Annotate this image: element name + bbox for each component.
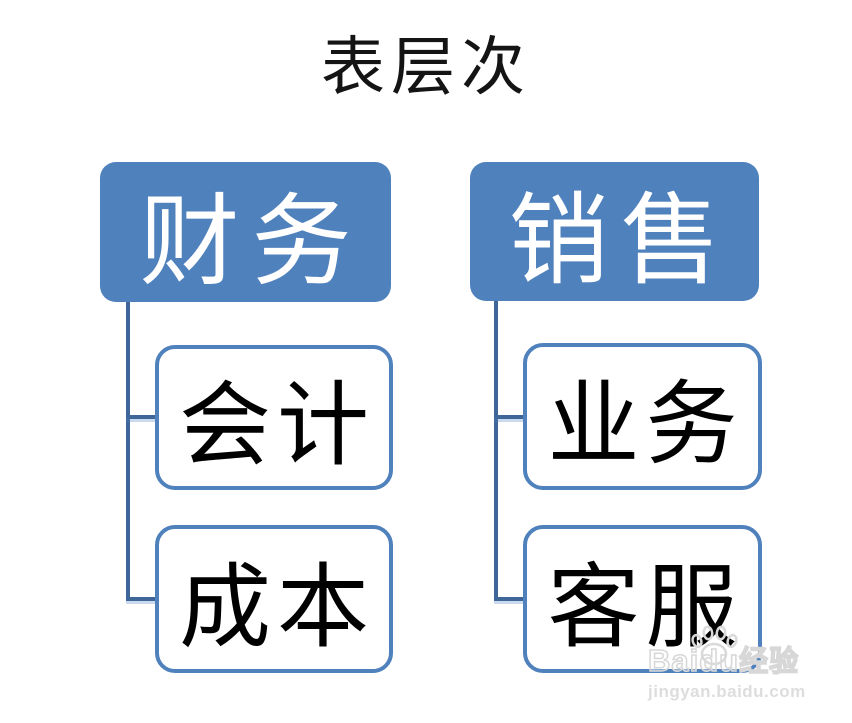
parent-node-sales: 销售 <box>470 162 759 301</box>
child-node-accounting: 会计 <box>155 345 393 490</box>
diagram-title: 表层次 <box>321 32 531 103</box>
connector-finance-branch-accounting <box>126 415 159 419</box>
child-node-customer-service: 客服 <box>523 525 762 673</box>
connector-finance-vertical <box>126 302 130 601</box>
child-node-cost: 成本 <box>155 525 393 673</box>
connector-sales-branch-customer-service <box>494 597 527 601</box>
child-node-business: 业务 <box>523 343 762 490</box>
parent-node-finance: 财务 <box>100 162 391 302</box>
connector-sales-vertical <box>494 301 498 601</box>
connector-sales-branch-business <box>494 415 527 419</box>
watermark-url: jingyan.baidu.com <box>648 682 806 701</box>
connector-finance-branch-cost <box>126 597 159 601</box>
